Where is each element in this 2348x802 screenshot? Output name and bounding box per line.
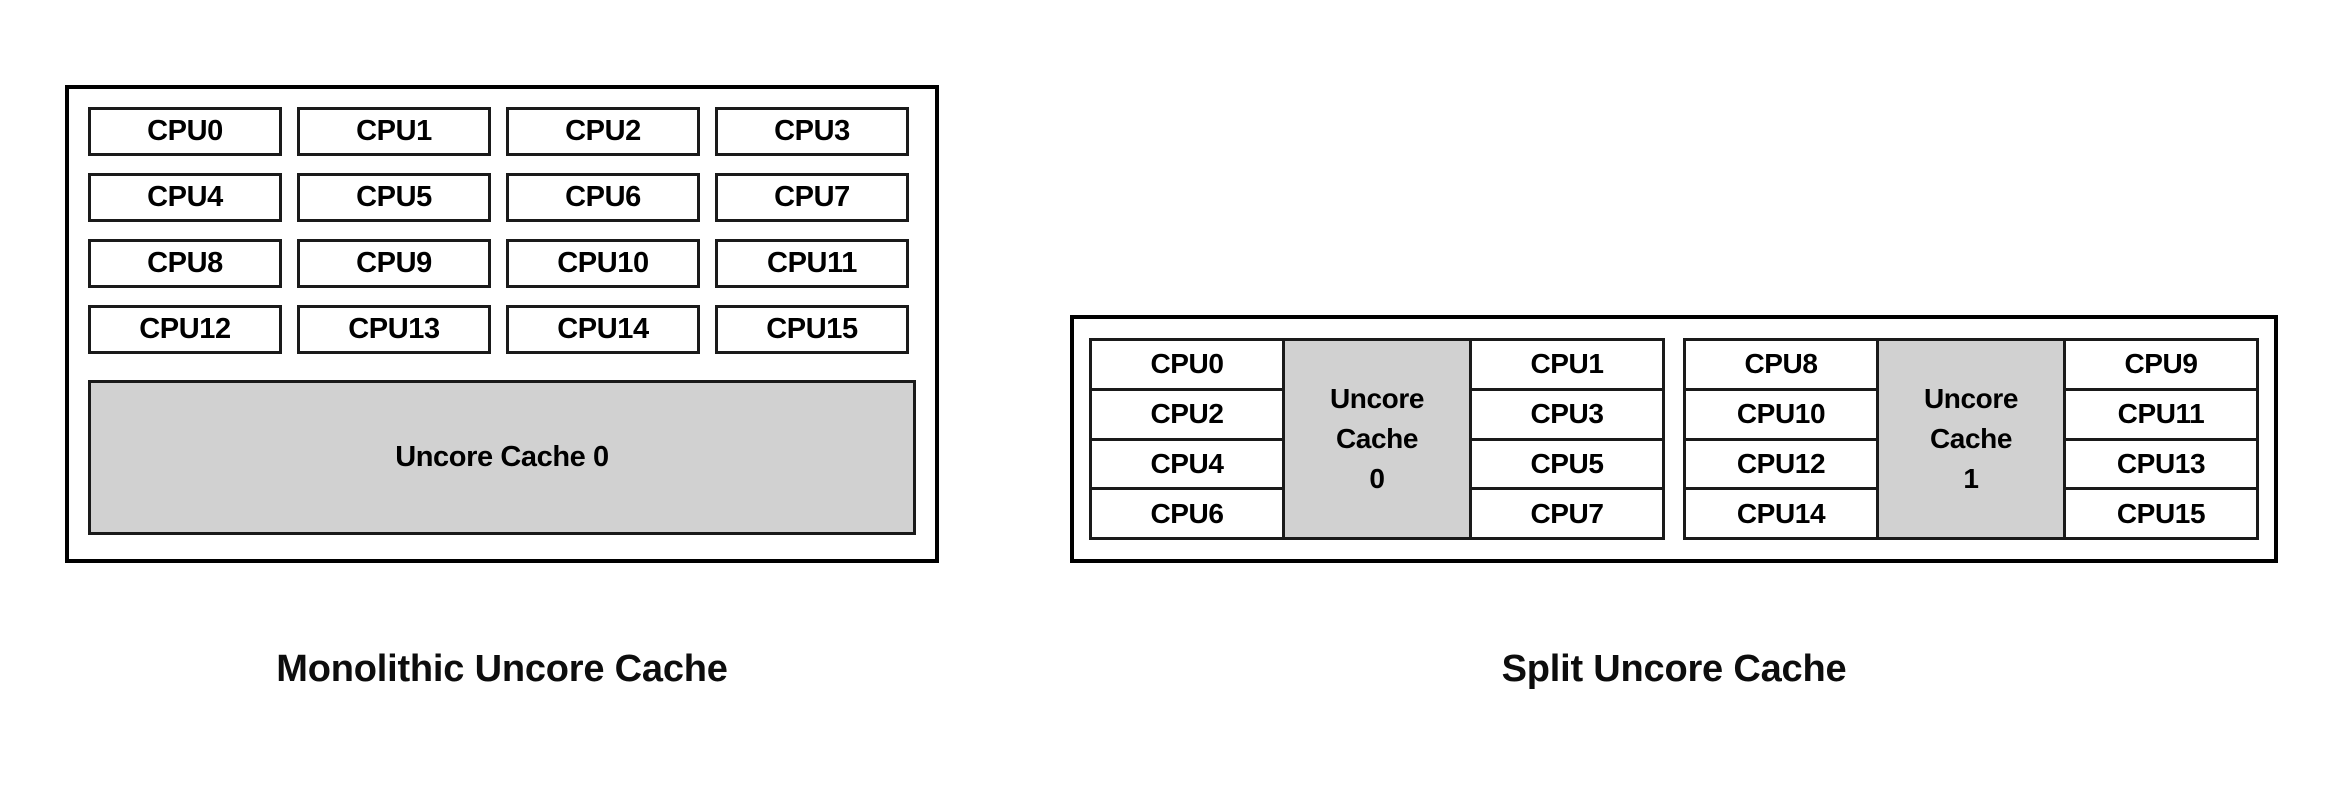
cpu-cell: CPU13	[2066, 440, 2256, 491]
cpu-cell: CPU1	[1472, 341, 1662, 391]
uncore-cache-block-0: Uncore Cache 0	[1282, 341, 1472, 537]
monolithic-cpu-grid: CPU0 CPU1 CPU2 CPU3 CPU4 CPU5 CPU6 CPU7 …	[88, 107, 916, 354]
cpu-cell: CPU7	[1472, 490, 1662, 537]
cache-label-line-1: Uncore	[1923, 383, 2019, 415]
cluster-1-left-cpu-column: CPU8 CPU10 CPU12 CPU14	[1686, 341, 1876, 537]
uncore-cache-block: Uncore Cache 0	[88, 380, 916, 535]
cpu-cell: CPU12	[1686, 440, 1876, 491]
cpu-box: CPU2	[506, 107, 700, 156]
cpu-cell: CPU8	[1686, 341, 1876, 391]
cpu-box: CPU15	[715, 305, 909, 354]
split-panel: CPU0 CPU2 CPU4 CPU6 Uncore Cache 0 CPU1 …	[1070, 315, 2278, 563]
cpu-box: CPU3	[715, 107, 909, 156]
cpu-box: CPU6	[506, 173, 700, 222]
split-cluster-container: CPU0 CPU2 CPU4 CPU6 Uncore Cache 0 CPU1 …	[1089, 338, 2259, 540]
cpu-cell: CPU5	[1472, 440, 1662, 491]
cpu-cell: CPU4	[1092, 440, 1282, 491]
cpu-box: CPU8	[88, 239, 282, 288]
cpu-cell: CPU6	[1092, 490, 1282, 537]
cluster-1: CPU8 CPU10 CPU12 CPU14 Uncore Cache 1 CP…	[1683, 338, 2259, 540]
cluster-0: CPU0 CPU2 CPU4 CPU6 Uncore Cache 0 CPU1 …	[1089, 338, 1665, 540]
split-caption: Split Uncore Cache	[1501, 648, 1847, 690]
cpu-box: CPU4	[88, 173, 282, 222]
cpu-cell: CPU9	[2066, 341, 2256, 391]
cpu-box: CPU9	[297, 239, 491, 288]
cpu-box: CPU0	[88, 107, 282, 156]
cpu-box: CPU14	[506, 305, 700, 354]
cpu-cell: CPU3	[1472, 390, 1662, 441]
uncore-cache-block-1: Uncore Cache 1	[1876, 341, 2066, 537]
cpu-cell: CPU2	[1092, 390, 1282, 441]
cache-label-line-2: Cache	[1335, 423, 1419, 455]
cpu-cell: CPU0	[1092, 341, 1282, 391]
cpu-box: CPU12	[88, 305, 282, 354]
monolithic-panel: CPU0 CPU1 CPU2 CPU3 CPU4 CPU5 CPU6 CPU7 …	[65, 85, 939, 563]
cpu-box: CPU13	[297, 305, 491, 354]
cluster-0-right-cpu-column: CPU1 CPU3 CPU5 CPU7	[1472, 341, 1662, 537]
cache-label-line-3: 0	[1369, 462, 1385, 494]
cpu-box: CPU11	[715, 239, 909, 288]
cpu-box: CPU5	[297, 173, 491, 222]
cpu-box: CPU1	[297, 107, 491, 156]
cluster-0-left-cpu-column: CPU0 CPU2 CPU4 CPU6	[1092, 341, 1282, 537]
cpu-cell: CPU15	[2066, 490, 2256, 537]
cache-label-line-1: Uncore	[1329, 383, 1425, 415]
cache-label-line-3: 1	[1963, 462, 1979, 494]
cpu-cell: CPU11	[2066, 390, 2256, 441]
cpu-box: CPU7	[715, 173, 909, 222]
cpu-cell: CPU10	[1686, 390, 1876, 441]
monolithic-caption: Monolithic Uncore Cache	[276, 648, 728, 690]
cpu-cell: CPU14	[1686, 490, 1876, 537]
cache-label-line-2: Cache	[1929, 423, 2013, 455]
cluster-1-right-cpu-column: CPU9 CPU11 CPU13 CPU15	[2066, 341, 2256, 537]
cpu-box: CPU10	[506, 239, 700, 288]
